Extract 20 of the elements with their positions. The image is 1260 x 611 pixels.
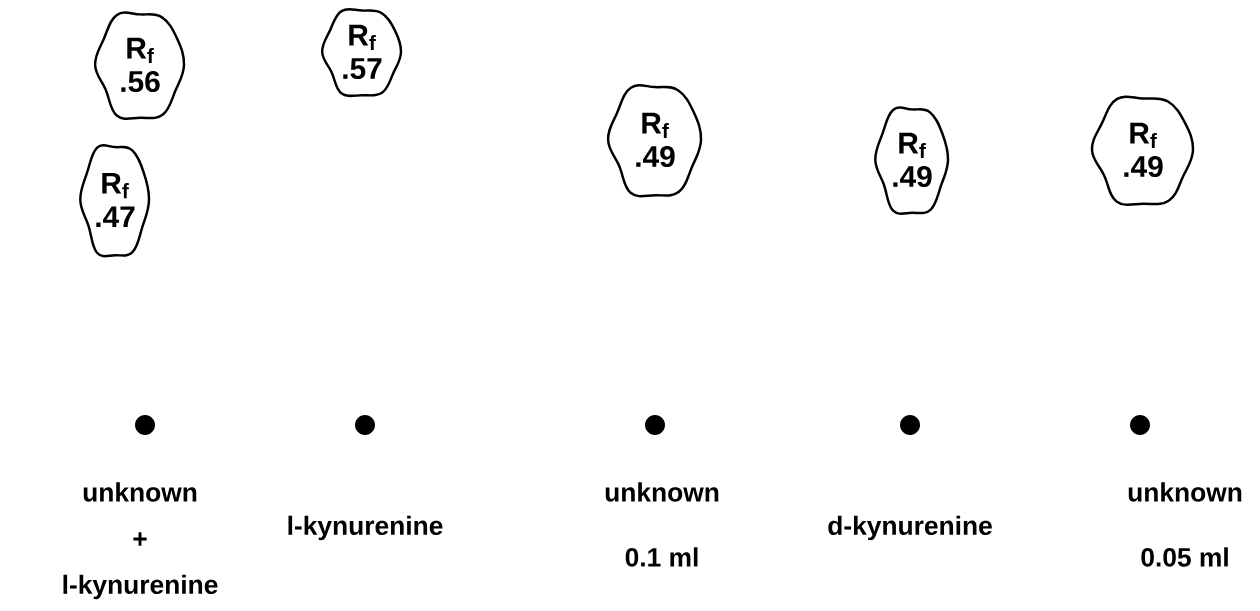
- spot-label: unknown: [83, 482, 197, 502]
- spot-label: l-kynurenine: [288, 515, 443, 541]
- spot: R$_{f}$ .49: [1090, 95, 1195, 206]
- spot-label: unknown: [605, 482, 719, 502]
- origin-spot: [135, 415, 155, 435]
- spot-label: 0.05 ml: [1141, 547, 1228, 567]
- spot: R$_{f}$ .49: [606, 83, 703, 198]
- spot: R$_{f}$ .49: [874, 106, 950, 215]
- spot-label: +: [133, 532, 147, 546]
- origin-spot: [1130, 415, 1150, 435]
- spot-label: unknown: [1128, 482, 1242, 502]
- origin-spot: [355, 415, 375, 435]
- spot: R$_{f}$ .47: [79, 143, 151, 258]
- spot-label: 0.1 ml: [625, 547, 698, 567]
- origin-spot: [645, 415, 665, 435]
- spot: R$_{f}$ .56: [93, 11, 186, 120]
- spot: R$_{f}$ .57: [320, 7, 403, 98]
- spot-label: l-kynurenine: [63, 574, 218, 600]
- origin-spot: [900, 415, 920, 435]
- spot-label: d-kynurenine: [828, 515, 992, 541]
